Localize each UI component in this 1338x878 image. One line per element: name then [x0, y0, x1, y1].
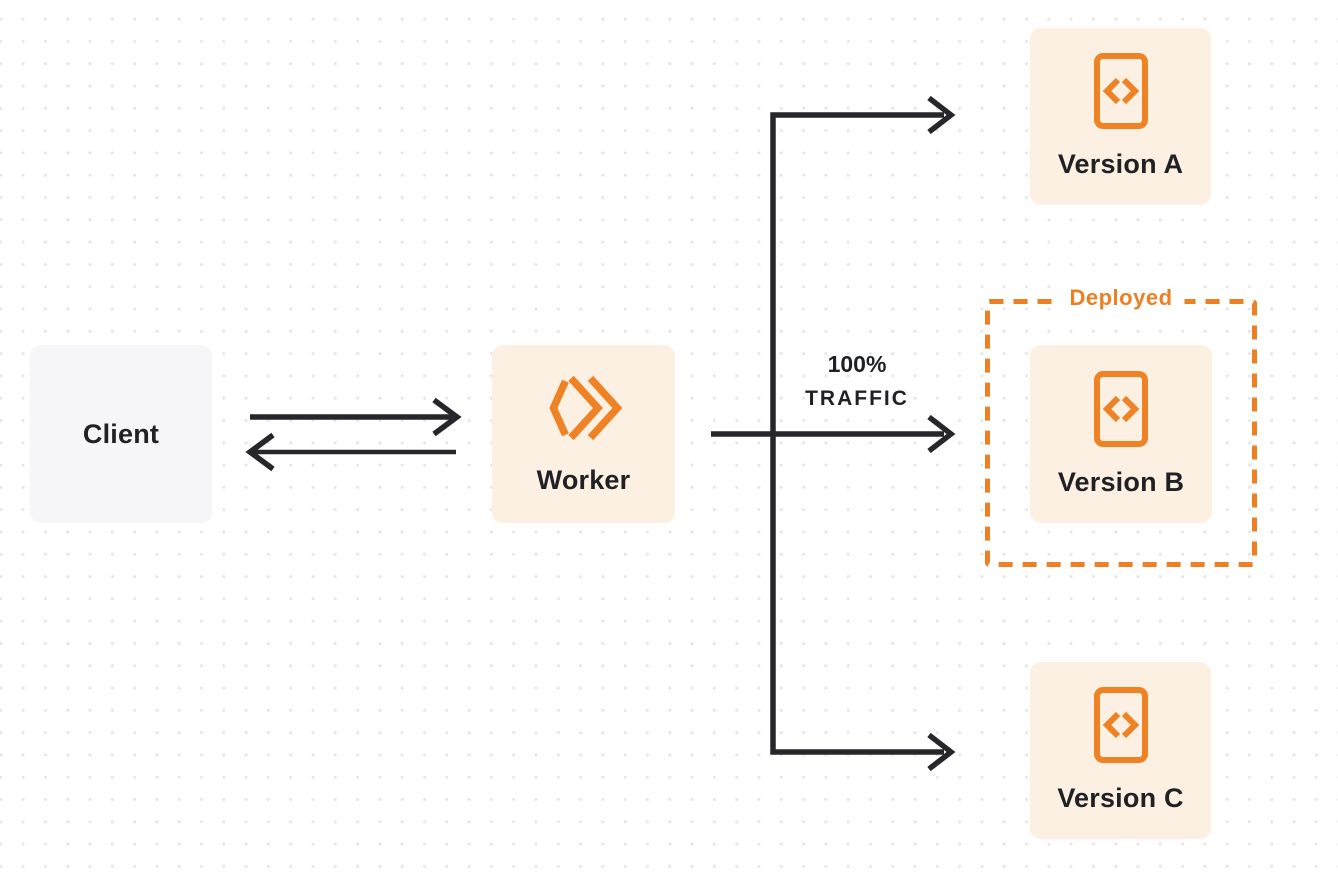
version-a-label: Version A	[1057, 149, 1184, 179]
version-c-label: Version C	[1057, 783, 1184, 813]
edge-branch-trunk	[770, 112, 944, 755]
client-label: Client	[82, 418, 160, 449]
arrowhead-left-icon	[245, 432, 275, 472]
traffic-edge-label: 100% TRAFFIC	[782, 351, 932, 411]
traffic-percent: 100%	[827, 351, 887, 377]
code-file-icon	[1093, 687, 1148, 763]
arrowhead-right-icon	[927, 95, 956, 135]
node-version-b: Version B	[1030, 345, 1212, 523]
deployed-group: Deployed	[985, 285, 1257, 567]
deployed-label: Deployed	[1057, 285, 1185, 311]
code-file-icon	[1094, 370, 1148, 447]
cloudflare-workers-logo-icon	[546, 373, 622, 443]
arrowhead-right-icon	[927, 732, 956, 772]
node-client: Client	[30, 345, 212, 523]
node-version-a: Version A	[1030, 28, 1211, 205]
arrowhead-right-icon	[432, 397, 462, 437]
code-file-icon	[1093, 53, 1148, 129]
version-b-label: Version B	[1057, 466, 1185, 497]
worker-label: Worker	[536, 464, 631, 495]
arrowhead-right-icon	[927, 414, 956, 454]
node-worker: Worker	[492, 345, 675, 523]
traffic-word: TRAFFIC	[805, 387, 909, 410]
node-version-c: Version C	[1030, 662, 1211, 839]
